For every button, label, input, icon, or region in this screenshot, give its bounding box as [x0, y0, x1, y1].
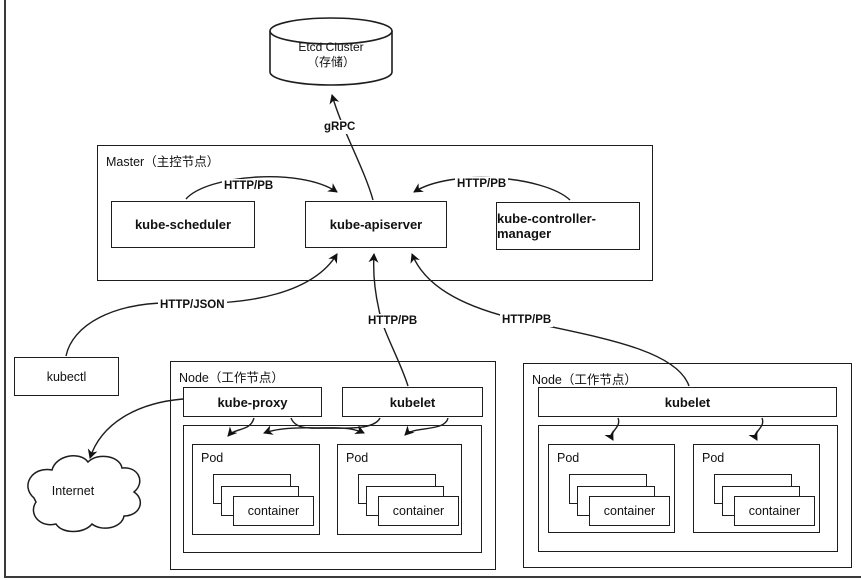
- node1-pod1-box: Pod container: [192, 444, 320, 535]
- container-box: container: [734, 496, 815, 526]
- container-box: container: [589, 496, 670, 526]
- kube-scheduler-label: kube-scheduler: [134, 217, 232, 232]
- kube-scheduler-box: kube-scheduler: [111, 201, 255, 248]
- edge-label-grpc: gRPC: [322, 120, 358, 134]
- node2-group-label: Node（工作节点）: [532, 373, 637, 387]
- kube-controller-manager-label: kube-controller-manager: [497, 211, 596, 241]
- node1-group-box: Node（工作节点）: [170, 361, 496, 570]
- node1-pod2-box: Pod container: [337, 444, 462, 535]
- container-box: container: [233, 496, 314, 526]
- container-label: container: [247, 504, 300, 518]
- edge-label-httppb-scheduler: HTTP/PB: [222, 179, 276, 193]
- node2-pod1-box: Pod container: [548, 444, 675, 533]
- master-group-label: Master（主控节点）: [106, 155, 220, 169]
- container-label: container: [748, 504, 801, 518]
- node2-pod1-label: Pod: [557, 451, 580, 465]
- container-label: container: [603, 504, 656, 518]
- node1-kubelet-label: kubelet: [389, 394, 436, 410]
- node2-pod2-box: Pod container: [693, 444, 820, 533]
- container-box: container: [378, 496, 459, 526]
- page-border-left: [4, 0, 6, 578]
- internet-label: Internet: [51, 484, 95, 498]
- edge-label-httppb-controller: HTTP/PB: [455, 177, 509, 191]
- node2-pod2-label: Pod: [702, 451, 725, 465]
- kube-proxy-label: kube-proxy: [217, 394, 288, 410]
- etcd-subtitle: （存储）: [306, 55, 355, 69]
- edge-label-httpjson-kubectl: HTTP/JSON: [158, 298, 227, 312]
- container-label: container: [392, 504, 445, 518]
- node1-kubelet-box: kubelet: [342, 387, 483, 417]
- kubectl-box: kubectl: [14, 357, 119, 396]
- kube-controller-manager-box: kube-controller-manager: [496, 202, 640, 250]
- kube-apiserver-box: kube-apiserver: [305, 201, 447, 248]
- edge-label-httppb-kubelet1: HTTP/PB: [366, 314, 420, 328]
- node2-kubelet-box: kubelet: [538, 387, 837, 417]
- etcd-cluster-text: Etcd Cluster （存储）: [270, 40, 392, 70]
- node1-pod1-label: Pod: [201, 451, 224, 465]
- edge-label-httppb-kubelet2: HTTP/PB: [500, 313, 554, 327]
- kube-apiserver-label: kube-apiserver: [329, 217, 423, 232]
- node2-pods-wrapper-box: [538, 425, 838, 552]
- page-border-bottom: [4, 576, 861, 578]
- node1-group-label: Node（工作节点）: [179, 371, 284, 385]
- kubectl-label: kubectl: [46, 369, 87, 384]
- node2-kubelet-label: kubelet: [664, 394, 711, 410]
- etcd-title: Etcd Cluster: [298, 40, 364, 54]
- kube-proxy-box: kube-proxy: [183, 387, 322, 417]
- node1-pod2-label: Pod: [346, 451, 369, 465]
